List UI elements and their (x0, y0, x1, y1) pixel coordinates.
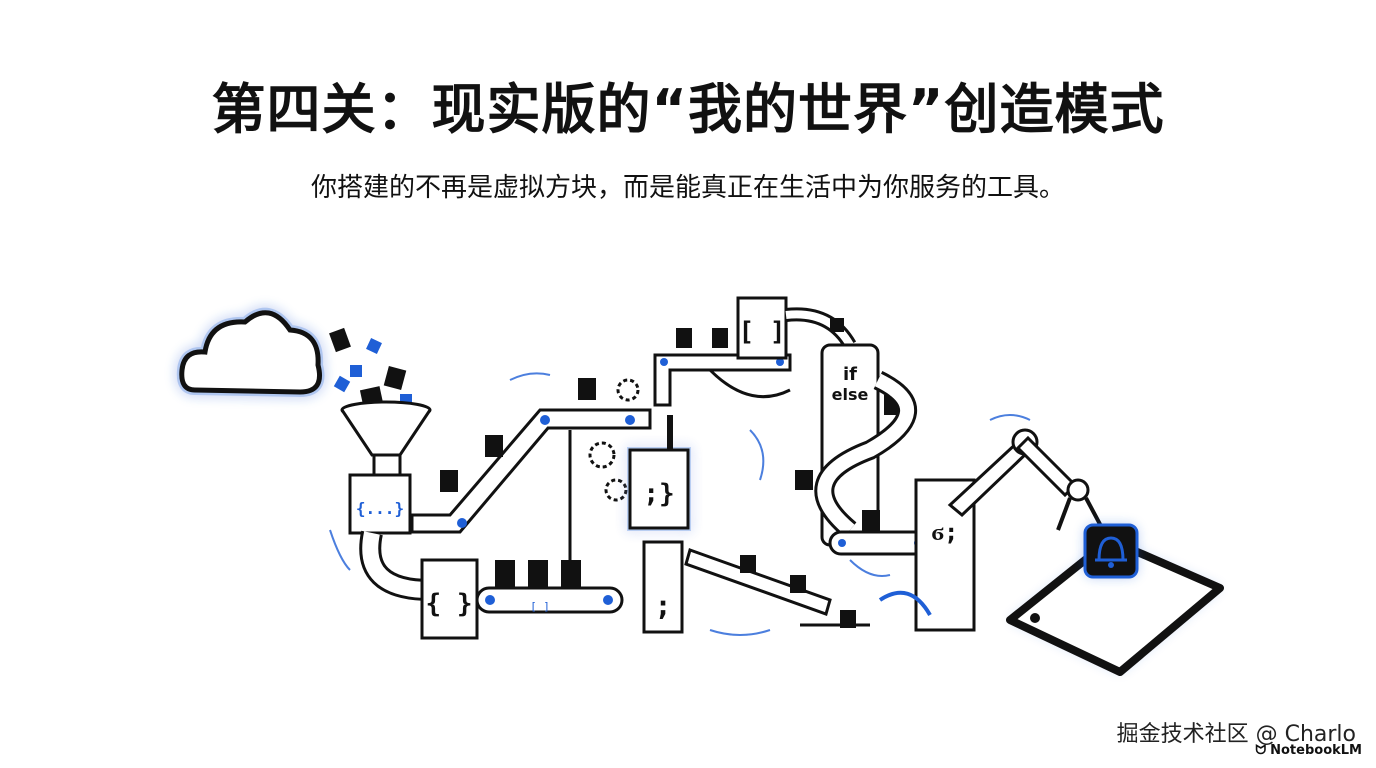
smartphone-icon (1006, 536, 1224, 676)
cloud-icon (176, 307, 325, 398)
else-label: else (832, 385, 869, 404)
funnel-icon (340, 400, 432, 477)
funnel-box-label: {...} (356, 499, 404, 518)
if-label: if (843, 364, 857, 385)
lower-conveyor: [ ] (475, 560, 624, 614)
watermark: 掘金技术社区 @ Charlo (1116, 722, 1356, 747)
gear-icon (588, 378, 640, 502)
arm-base-label: ϭ; (932, 518, 959, 546)
top-conveyor (653, 328, 792, 407)
top-box: [ ] (736, 296, 788, 360)
belt-marker-label: [ ] (530, 600, 550, 613)
bell-icon (1083, 523, 1139, 579)
funnel-box: {...} (348, 473, 412, 535)
semicolon-box: ; (642, 540, 684, 634)
falling-blocks (329, 327, 412, 412)
motion-lines (329, 372, 1031, 636)
gear-box: ;} (627, 447, 691, 531)
slide-title: 第四关：现实版的“我的世界”创造模式 (211, 78, 1165, 141)
top-box-label: [ ] (739, 317, 786, 347)
robot-arm-icon (947, 428, 1104, 531)
notebooklm-label: NotebookLM (1270, 743, 1362, 758)
right-conveyor (828, 510, 932, 556)
gear-box-label: ;} (643, 479, 674, 509)
notebooklm-brand: ᗢ NotebookLM (1255, 743, 1362, 758)
lower-box: { } (420, 558, 479, 640)
slide-subtitle: 你搭建的不再是虚拟方块，而是能真正在生活中为你服务的工具。 (310, 173, 1065, 203)
notebooklm-icon: ᗢ (1255, 743, 1267, 758)
code-factory-illustration: {...} { } [ ] ;} (176, 296, 1224, 676)
lower-box-label: { } (426, 589, 473, 619)
diagonal-conveyor (410, 378, 652, 534)
slant-conveyor (684, 548, 870, 628)
semicolon-box-label: ; (655, 589, 672, 622)
